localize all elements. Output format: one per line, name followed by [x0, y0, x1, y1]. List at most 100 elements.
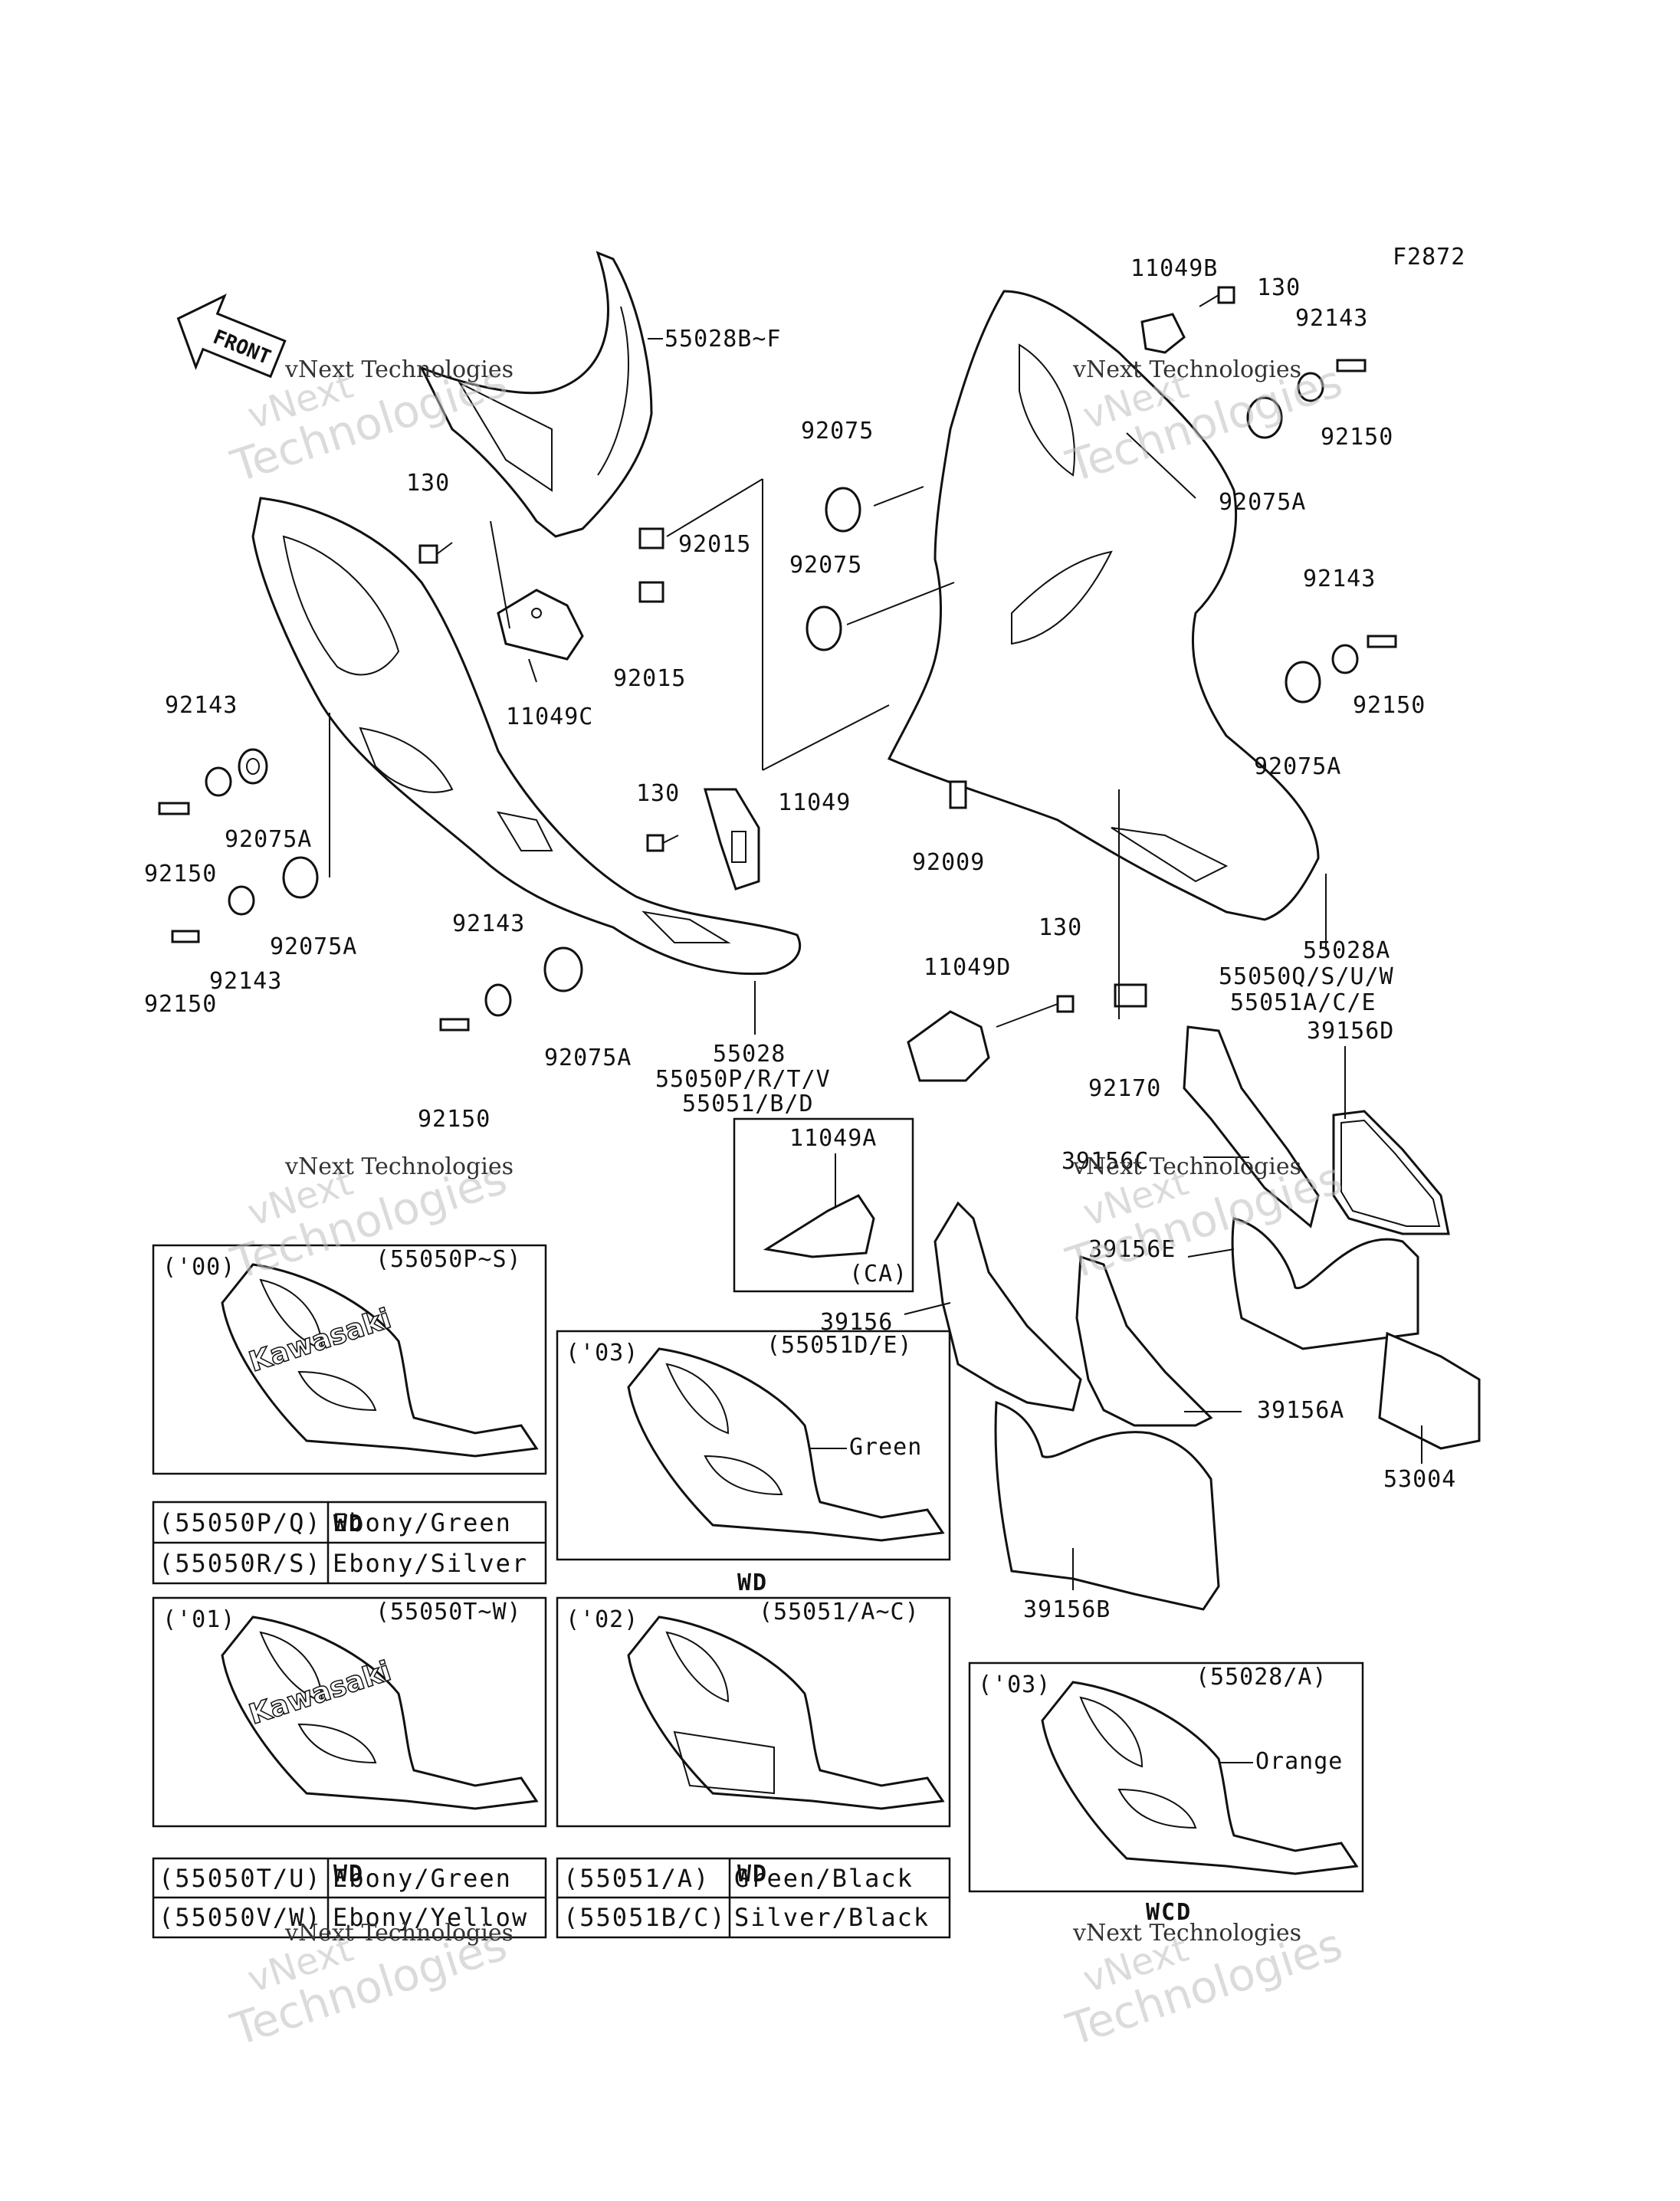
figure-id: F2872: [1393, 244, 1465, 271]
right-lower-fairing: [887, 290, 1320, 921]
ca-label: (CA): [849, 1261, 907, 1287]
wd-label-4: WD: [737, 1861, 768, 1888]
pad-39156E: [1231, 1217, 1419, 1350]
callout-11049: 11049: [778, 789, 851, 816]
screw-92150-left: [158, 802, 190, 815]
panel-03: [556, 1330, 951, 1561]
callout-39156A: 39156A: [1257, 1397, 1344, 1424]
callout-55028B-F: 55028B~F: [664, 326, 782, 353]
bolt-130-d: [996, 995, 1075, 1028]
bolt-130-left: [418, 542, 453, 564]
panel-03b: [968, 1661, 1364, 1893]
callout-92075A-top: 92075A: [1219, 489, 1306, 516]
watermark-2-small: vNext Technologies: [1072, 356, 1301, 383]
panel-00-code: (55050P~S): [376, 1246, 522, 1273]
callout-130-d: 130: [1039, 914, 1082, 941]
watermark-4: vNext Technologies: [1060, 1152, 1348, 1290]
callout-92143-left: 92143: [165, 692, 238, 719]
grommet-92143-top: [1297, 372, 1324, 402]
panel-03b-color-note: Orange: [1255, 1748, 1343, 1775]
watermark-4-small: vNext Technologies: [1072, 1153, 1301, 1180]
callout-55028A: 55028A: [1303, 937, 1390, 964]
t01-row1-code: (55050V/W): [159, 1903, 322, 1932]
bolt-130-top: [1199, 286, 1235, 307]
callout-92075A-left2: 92075A: [270, 933, 357, 960]
callout-55050QSUW: 55050Q/S/U/W: [1219, 963, 1394, 990]
pad-39156D: [1332, 1110, 1450, 1235]
clip-92015-a: [638, 527, 664, 549]
wd-label-5: WCD: [1146, 1899, 1192, 1926]
wd-label-1: WD: [333, 1511, 364, 1537]
watermark-6: vNext Technologies: [1060, 1918, 1348, 2056]
grommet-92075-b: [806, 605, 842, 651]
upper-cowl-part: [418, 251, 653, 538]
callout-39156D: 39156D: [1307, 1018, 1394, 1045]
callout-11049A: 11049A: [789, 1125, 877, 1152]
bracket-11049B: [1140, 313, 1186, 354]
leader-lines: [329, 432, 1327, 1035]
grommet-92143-left2: [228, 885, 255, 916]
grommet-92143-right: [1331, 644, 1359, 674]
grommet-92143-left: [205, 766, 232, 797]
callout-92170: 92170: [1088, 1075, 1161, 1102]
callout-92009: 92009: [912, 849, 985, 876]
panel-02-code: (55051/A~C): [759, 1599, 920, 1625]
callout-130-mid: 130: [636, 780, 680, 807]
bracket-11049C: [497, 589, 584, 661]
callout-39156B: 39156B: [1023, 1596, 1111, 1623]
callout-130-top: 130: [1257, 274, 1301, 301]
callout-92150-right: 92150: [1353, 692, 1426, 719]
callout-92143-center: 92143: [452, 910, 525, 937]
callout-39156C: 39156C: [1061, 1148, 1149, 1175]
pad-leaders: [904, 1046, 1422, 1590]
screw-92150-right: [1367, 635, 1397, 648]
panel-03-code: (55051D/E): [766, 1332, 913, 1359]
callout-92075A-center: 92075A: [544, 1045, 632, 1071]
callout-11049C: 11049C: [506, 704, 593, 730]
panel-03b-code: (55028/A): [1196, 1664, 1327, 1691]
t02-row0-code: (55051/A): [563, 1864, 710, 1893]
callout-11049B: 11049B: [1130, 255, 1218, 282]
screw-92150-top: [1336, 359, 1367, 372]
t01-row1-color: Ebony/Yellow: [333, 1903, 528, 1932]
panel-02-fairing: [627, 1615, 945, 1810]
screw-92150-left2: [171, 930, 200, 943]
panel-03-year: ('03): [566, 1340, 638, 1366]
callout-92075-a: 92075: [801, 418, 874, 444]
t02-row1-color: Silver/Black: [734, 1903, 930, 1932]
t02-row0-color: Green/Black: [734, 1864, 914, 1893]
t00-row1-color: Ebony/Silver: [333, 1549, 528, 1578]
callout-92075-b: 92075: [789, 552, 862, 579]
panel-01: [152, 1596, 547, 1828]
grommet-92143-center: [484, 983, 512, 1017]
grommet-92075A-center: [543, 946, 583, 992]
panel-02-year: ('02): [566, 1606, 638, 1633]
watermark-1-small: vNext Technologies: [284, 356, 514, 383]
watermark-3-small: vNext Technologies: [284, 1153, 514, 1180]
panel-00: [152, 1244, 547, 1475]
screw-92150-center: [439, 1018, 470, 1032]
panel-03b-fairing: [1041, 1681, 1359, 1875]
callout-92015-b: 92015: [613, 665, 686, 692]
callout-11049D: 11049D: [924, 954, 1011, 981]
wd-label-2: WD: [333, 1861, 364, 1888]
callout-55051BD: 55051/B/D: [682, 1091, 814, 1117]
pad-39156: [934, 1201, 1082, 1412]
front-arrow-icon: FRONT: [176, 294, 287, 379]
panel-00-year: ('00): [162, 1254, 235, 1281]
t00-row0-color: Ebony/Green: [333, 1508, 512, 1537]
t00-row1-code: (55050R/S): [159, 1549, 322, 1578]
bracket-11049: [704, 788, 760, 891]
pad-39156C: [1183, 1025, 1320, 1228]
callout-53004: 53004: [1383, 1466, 1456, 1493]
t00-row0-code: (55050P/Q): [159, 1508, 322, 1537]
panel-03b-year: ('03): [978, 1671, 1051, 1698]
callout-92015-a: 92015: [678, 531, 751, 558]
callout-55050PRTV: 55050P/R/T/V: [655, 1066, 831, 1093]
callout-92150-left: 92150: [144, 861, 217, 887]
callout-92150-left2: 92150: [144, 991, 217, 1018]
grommet-92075A-right: [1285, 661, 1321, 704]
callout-55051ACE: 55051A/C/E: [1230, 989, 1376, 1016]
pad-53004: [1378, 1331, 1481, 1450]
